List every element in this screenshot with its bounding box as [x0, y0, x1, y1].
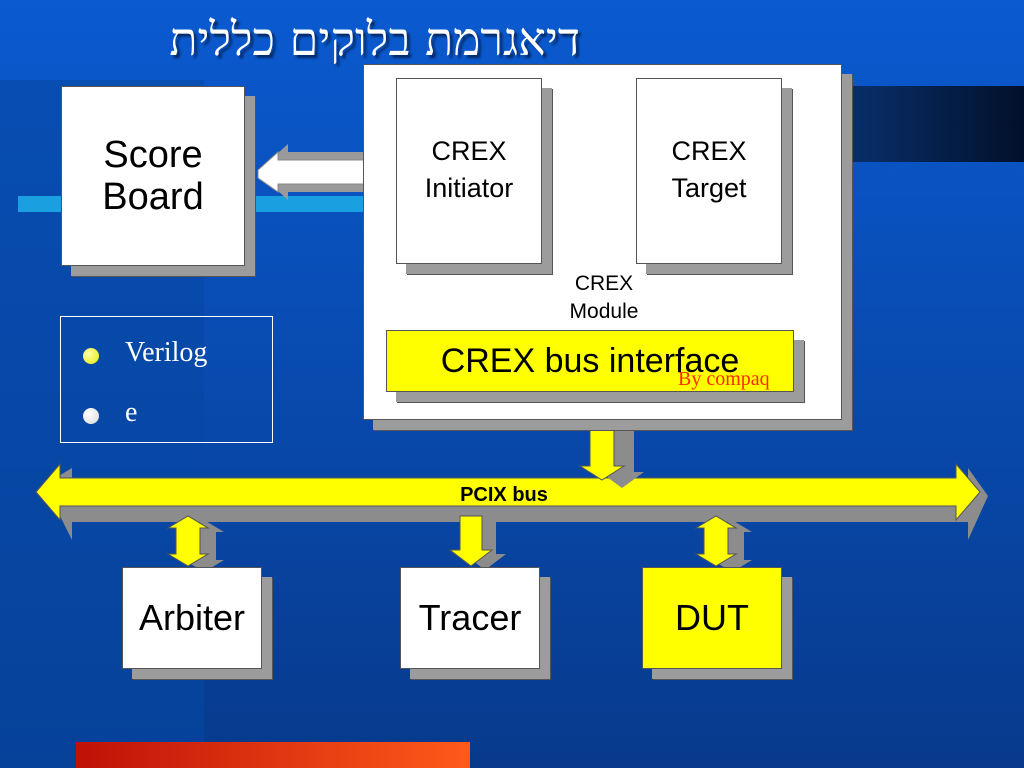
- crex-initiator-label-line1: CREX: [431, 136, 507, 166]
- scoreboard-arrow: [257, 144, 372, 200]
- tracer-block: Tracer: [400, 567, 540, 669]
- crex-module-label: CREX Module: [556, 270, 652, 326]
- crex-target-label-line2: Target: [671, 173, 747, 203]
- slide-title: דיאגרמת בלוקים כללית: [169, 12, 580, 66]
- pcix-bus-label: PCIX bus: [460, 484, 548, 506]
- arbiter-pcix-arrow: [166, 515, 224, 572]
- crex-bus-interface-label: CREX bus interface: [440, 341, 740, 380]
- by-compaq-label: By compaq: [678, 368, 770, 390]
- crex-initiator-block: CREX Initiator: [396, 78, 542, 264]
- arbiter-block: Arbiter: [122, 567, 262, 669]
- score-board-block: Score Board: [61, 86, 245, 266]
- crex-module-label-line1: CREX: [574, 272, 634, 295]
- module-pcix-arrow: [578, 411, 644, 488]
- legend-verilog-bullet-icon: [83, 348, 99, 364]
- pcix-tracer-arrow: [448, 515, 506, 570]
- legend-item-e: e: [83, 397, 138, 429]
- legend-box: Verilog e: [60, 316, 273, 443]
- tracer-label: Tracer: [418, 597, 522, 638]
- legend-verilog-label: Verilog: [125, 337, 208, 368]
- legend-item-verilog: Verilog: [83, 337, 208, 369]
- crex-bus-interface-block: CREX bus interface: [386, 330, 794, 392]
- dut-pcix-arrow: [694, 515, 752, 572]
- arbiter-label: Arbiter: [138, 597, 246, 638]
- dut-block: DUT: [642, 567, 782, 669]
- crex-target-label-line1: CREX: [671, 136, 747, 166]
- legend-e-bullet-icon: [83, 408, 99, 424]
- pcix-bus-shape: [35, 462, 988, 540]
- crex-initiator-label-line2: Initiator: [424, 173, 514, 203]
- crex-target-block: CREX Target: [636, 78, 782, 264]
- dut-label: DUT: [675, 597, 749, 638]
- score-board-label-line2: Board: [102, 176, 204, 218]
- score-board-label-line1: Score: [103, 134, 203, 176]
- crex-module-label-line2: Module: [569, 300, 639, 323]
- legend-e-label: e: [125, 397, 138, 428]
